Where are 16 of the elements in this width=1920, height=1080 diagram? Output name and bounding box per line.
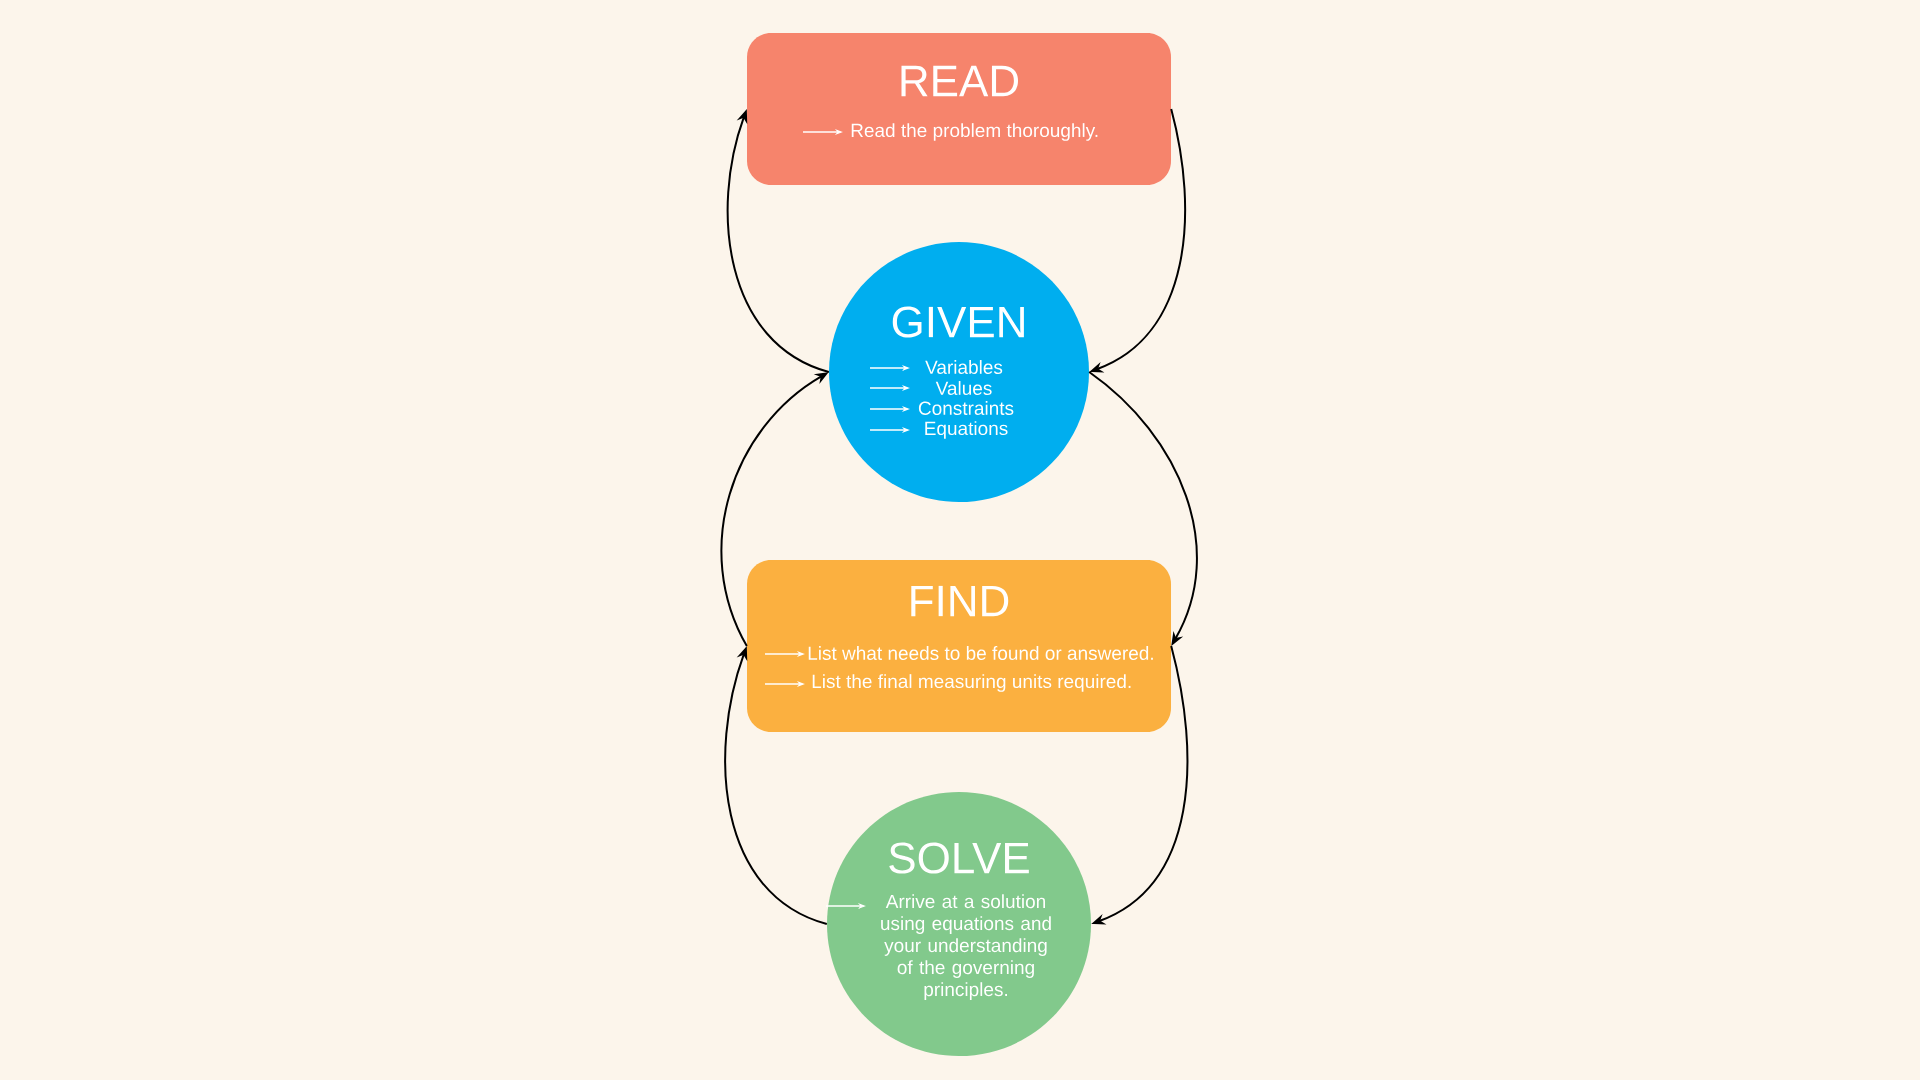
step-box	[747, 560, 1171, 732]
bullet-text: Arrive at a solution using equations and your understanding of the governing principles.	[881, 894, 1051, 1000]
step-title: GIVEN	[892, 306, 1024, 338]
step-title: READ	[901, 65, 1018, 97]
bullet-text: Constraints	[918, 401, 1014, 415]
step-title: FIND	[911, 585, 1009, 617]
bullet-text: Variables	[925, 360, 1003, 374]
step-box	[829, 242, 1089, 502]
bullet-text: Equations	[925, 421, 1008, 439]
step-title: SOLVE	[889, 842, 1029, 874]
step-box	[825, 792, 1091, 1056]
step-box	[747, 33, 1171, 185]
bullet-text: Read the problem thoroughly.	[851, 123, 1098, 141]
bullet-text: Values	[935, 381, 992, 395]
bullet-text: List the final measuring units required.	[812, 674, 1131, 692]
bullet-text: List what needs to be found or answered.	[808, 646, 1153, 660]
